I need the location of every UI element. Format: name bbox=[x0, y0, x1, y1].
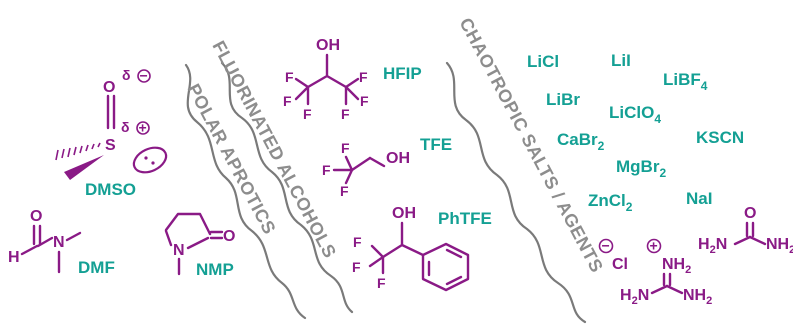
hfip-hydroxyl: OH bbox=[316, 37, 340, 54]
guanidinium-plus-circle bbox=[646, 238, 662, 254]
salt-nai: NaI bbox=[686, 189, 712, 208]
lone-pair-lobe bbox=[132, 146, 168, 174]
chaotropic-divider bbox=[445, 61, 587, 324]
dmf-label: DMF bbox=[78, 258, 115, 277]
guanidinium-nh2-top: NH2 bbox=[662, 256, 691, 276]
urea-cn-left bbox=[733, 235, 752, 246]
salt-lii: LiI bbox=[611, 51, 631, 70]
salt-libf4: LiBF4 bbox=[663, 70, 708, 93]
phenyl-ring bbox=[421, 242, 470, 292]
tfe-cc-bond bbox=[350, 156, 372, 172]
hfip-cf-l1 bbox=[294, 77, 310, 89]
dmso-sulfur: S bbox=[105, 137, 116, 154]
salt-kscn: KSCN bbox=[696, 128, 744, 147]
minus-charge-circle bbox=[137, 69, 151, 83]
guanidinium-nh2-right: NH2 bbox=[683, 287, 712, 307]
hfip-label: HFIP bbox=[383, 64, 422, 83]
urea-nh-right: NH2 bbox=[766, 236, 793, 256]
salt-mgbr2: MgBr2 bbox=[616, 157, 666, 180]
dmf-hydrogen: H bbox=[8, 249, 20, 266]
urea-h2n-left: H2N bbox=[698, 236, 727, 256]
tfe-hydroxyl: OH bbox=[386, 150, 410, 167]
lone-pair-dot-2 bbox=[151, 161, 155, 165]
dmf-ch-bond bbox=[20, 244, 39, 256]
dmf-nitrogen: N bbox=[53, 234, 65, 251]
chloride-minus-sign: − bbox=[602, 238, 610, 254]
dmf-nme-bond-1 bbox=[65, 231, 82, 242]
nmp-label: NMP bbox=[196, 260, 234, 279]
urea-oxygen: O bbox=[744, 205, 756, 222]
hfip-structure: OH F F F F F F bbox=[283, 37, 369, 122]
hfip-f-l1: F bbox=[285, 69, 294, 85]
dmso-delta-minus: δ bbox=[122, 67, 131, 83]
hfip-f-l2: F bbox=[283, 93, 292, 109]
phtfe-label: PhTFE bbox=[438, 209, 492, 228]
guanidinium-chloride-structure: − Cl + NH2 H2N NH2 bbox=[598, 238, 712, 307]
tfe-f-3: F bbox=[340, 183, 349, 199]
salt-libr: LiBr bbox=[546, 90, 580, 109]
hfip-cf-r2 bbox=[344, 85, 360, 101]
polar-aprotics-divider bbox=[184, 63, 307, 320]
dmf-cn-bond bbox=[36, 236, 54, 248]
tfe-f-2: F bbox=[322, 162, 331, 178]
hfip-f-r2: F bbox=[360, 93, 369, 109]
salt-zncl2: ZnCl2 bbox=[588, 191, 633, 214]
phtfe-cf-2 bbox=[368, 255, 385, 268]
dmso-hashed-wedge bbox=[55, 142, 101, 161]
phtfe-cc-left bbox=[381, 243, 404, 259]
tfe-cf-3 bbox=[344, 168, 354, 185]
dmso-plus-sign: + bbox=[139, 120, 147, 136]
phtfe-cf-1 bbox=[370, 244, 385, 259]
guanidinium-h2n-left: H2N bbox=[620, 287, 649, 307]
chloride-minus-circle bbox=[598, 238, 614, 254]
hfip-f-r1: F bbox=[359, 69, 368, 85]
hfip-f-r3: F bbox=[341, 106, 350, 122]
salt-licl: LiCl bbox=[527, 52, 559, 71]
phtfe-f-1: F bbox=[353, 234, 362, 250]
phenyl-double-3 bbox=[445, 275, 463, 286]
hfip-f-l3: F bbox=[303, 106, 312, 122]
guan-cn-left bbox=[650, 284, 669, 295]
dmso-delta-plus: δ bbox=[121, 119, 130, 135]
dmso-solid-wedge bbox=[64, 155, 104, 180]
nmp-ring-top bbox=[164, 212, 212, 236]
lone-pair-dot-1 bbox=[144, 156, 148, 160]
dmso-minus-sign: − bbox=[140, 68, 148, 84]
phtfe-f-3: F bbox=[377, 275, 386, 291]
plus-charge-circle bbox=[136, 121, 150, 135]
salt-cabr2: CaBr2 bbox=[557, 130, 605, 153]
phtfe-f-2: F bbox=[352, 259, 361, 275]
tfe-label: TFE bbox=[420, 135, 452, 154]
guan-cn-right bbox=[665, 284, 684, 295]
dmso-label: DMSO bbox=[85, 180, 136, 199]
hfip-cf-l2 bbox=[294, 85, 310, 101]
fluorinated-alcohols-divider bbox=[220, 61, 354, 314]
nmp-ring-right bbox=[186, 236, 210, 250]
phtfe-hydroxyl: OH bbox=[392, 205, 416, 222]
phtfe-structure: OH F F F bbox=[352, 205, 470, 292]
tfe-structure: F F F OH bbox=[322, 140, 410, 199]
dmso-structure: O δ − S δ + bbox=[55, 67, 168, 180]
hfip-c-left bbox=[306, 74, 329, 89]
chloride-ion: Cl bbox=[612, 256, 628, 273]
nmp-oxygen: O bbox=[223, 228, 235, 245]
tfe-f-1: F bbox=[341, 140, 350, 156]
dmf-oxygen: O bbox=[30, 208, 42, 225]
urea-cn-right bbox=[748, 235, 767, 246]
nmp-structure: N O bbox=[164, 212, 235, 276]
tfe-co-bond bbox=[368, 156, 386, 168]
guanidinium-plus-sign: + bbox=[650, 238, 658, 254]
phenyl-double-2 bbox=[445, 248, 463, 259]
salt-liclo4: LiClO4 bbox=[609, 103, 661, 126]
dmf-structure: O H N bbox=[8, 208, 82, 274]
nmp-ring-left bbox=[164, 229, 173, 247]
tfe-cf-1 bbox=[344, 155, 354, 172]
dmso-oxygen: O bbox=[103, 79, 115, 96]
urea-structure: O H2N NH2 bbox=[698, 205, 793, 256]
nmp-nitrogen: N bbox=[173, 242, 185, 259]
hfip-c-right bbox=[325, 74, 348, 89]
hfip-cf-r1 bbox=[344, 77, 360, 89]
phtfe-c-ph-bond bbox=[400, 243, 425, 257]
